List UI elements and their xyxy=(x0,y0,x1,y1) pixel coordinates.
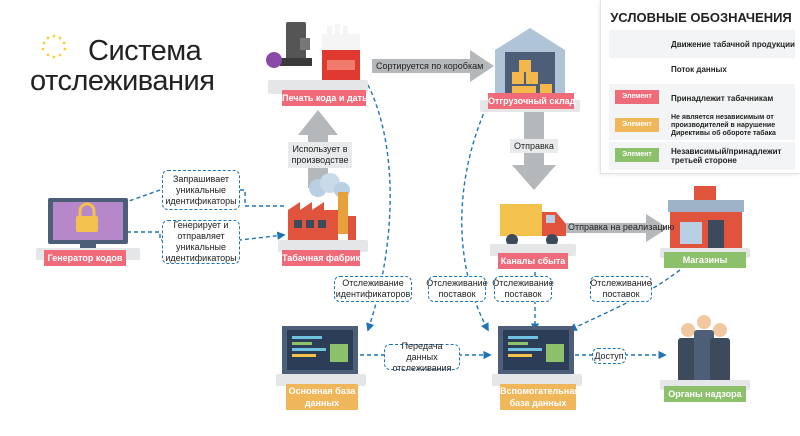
eu-stars-icon xyxy=(41,34,67,59)
node-sales: Каналы сбыта xyxy=(498,253,568,269)
box-track-supply-3: Отслеживание поставок xyxy=(590,276,652,302)
legend-swatch-owned: Элемент xyxy=(615,90,659,104)
regulators-group-icon xyxy=(678,315,730,382)
box-request-ids: Запрашивает уникальные идентификаторы xyxy=(162,170,240,210)
label-to-retail: Отправка на реализацию xyxy=(568,222,675,232)
warehouse-icon xyxy=(495,28,565,100)
monitor-lock-icon xyxy=(48,198,128,250)
box-gen-ids: Генерирует и отправляет уникальные идент… xyxy=(162,220,240,264)
node-shops: Магазины xyxy=(664,252,746,268)
stamp-icon xyxy=(266,22,312,68)
maindb-base xyxy=(276,374,366,386)
legend-text-data-flow: Поток данных xyxy=(671,64,727,74)
auxdb-base xyxy=(492,374,582,386)
arrow-print-to-warehouse xyxy=(372,50,494,82)
node-print: Печать кода и даты xyxy=(282,90,370,106)
legend-row-independent: Элемент Независимый/принадлежит третьей … xyxy=(609,142,795,170)
regulators-base xyxy=(660,380,750,390)
node-regulators: Органы надзора xyxy=(664,386,746,402)
title-line1: Система xyxy=(88,35,202,67)
legend: УСЛОВНЫЕ ОБОЗНАЧЕНИЯ Движение табачной п… xyxy=(600,0,800,174)
node-factory: Табачная фабрика xyxy=(282,250,365,266)
legend-row-data-flow: Поток данных xyxy=(609,61,795,77)
box-access: Доступ xyxy=(592,348,626,364)
box-transfer: Передача данных отслеживания xyxy=(384,341,460,373)
database-monitor-icon xyxy=(282,326,358,374)
legend-text-independent: Независимый/принадлежит третьей стороне xyxy=(671,147,782,165)
box-track-supply-1: Отслеживание поставок xyxy=(426,276,488,302)
legend-text-product-flow: Движение табачной продукции xyxy=(671,39,795,49)
legend-swatch-dependent: Элемент xyxy=(615,118,659,132)
label-sorted: Сортируется по коробкам xyxy=(376,61,484,71)
link-gen-ids xyxy=(120,231,286,241)
legend-text-owned: Принадлежит табачникам xyxy=(671,93,774,103)
legend-swatch-independent: Элемент xyxy=(615,148,659,162)
box-track-ids: Отслеживание идентификаторов xyxy=(334,276,412,302)
link-warehouse-to-auxdb xyxy=(461,94,493,332)
factory-base xyxy=(278,240,368,252)
label-uses: Использует в производстве xyxy=(288,142,352,168)
box-track-supply-2: Отслеживание поставок xyxy=(492,276,554,302)
node-maindb: Основная база данных xyxy=(286,384,358,410)
diagram-title: Система отслеживания xyxy=(30,35,215,97)
shop-icon xyxy=(668,186,744,248)
link-request-ids xyxy=(113,189,284,208)
legend-row-product-flow: Движение табачной продукции xyxy=(609,30,795,58)
legend-title: УСЛОВНЫЕ ОБОЗНАЧЕНИЯ xyxy=(610,10,792,25)
node-codegen: Генератор кодов xyxy=(44,250,126,266)
legend-row-owned: Элемент Принадлежит табачникам xyxy=(609,84,795,112)
auxiliary-database-monitor-icon xyxy=(498,326,574,374)
link-shops-to-auxdb xyxy=(568,269,681,331)
arrow-sales-to-shops xyxy=(566,214,668,242)
legend-text-dependent: Не является независимым от производителе… xyxy=(671,114,776,137)
node-auxdb: Вспомогательная база данных xyxy=(500,384,580,410)
data-flow-lines xyxy=(113,63,681,360)
legend-row-dependent: Элемент Не является независимым от произ… xyxy=(609,112,795,140)
title-line2: отслеживания xyxy=(30,65,215,97)
truck-icon xyxy=(500,204,566,246)
label-shipment: Отправка xyxy=(510,139,558,153)
factory-icon xyxy=(288,173,356,242)
node-warehouse: Отгрузочный склад xyxy=(488,93,575,109)
cigarette-pack-icon xyxy=(322,24,360,82)
